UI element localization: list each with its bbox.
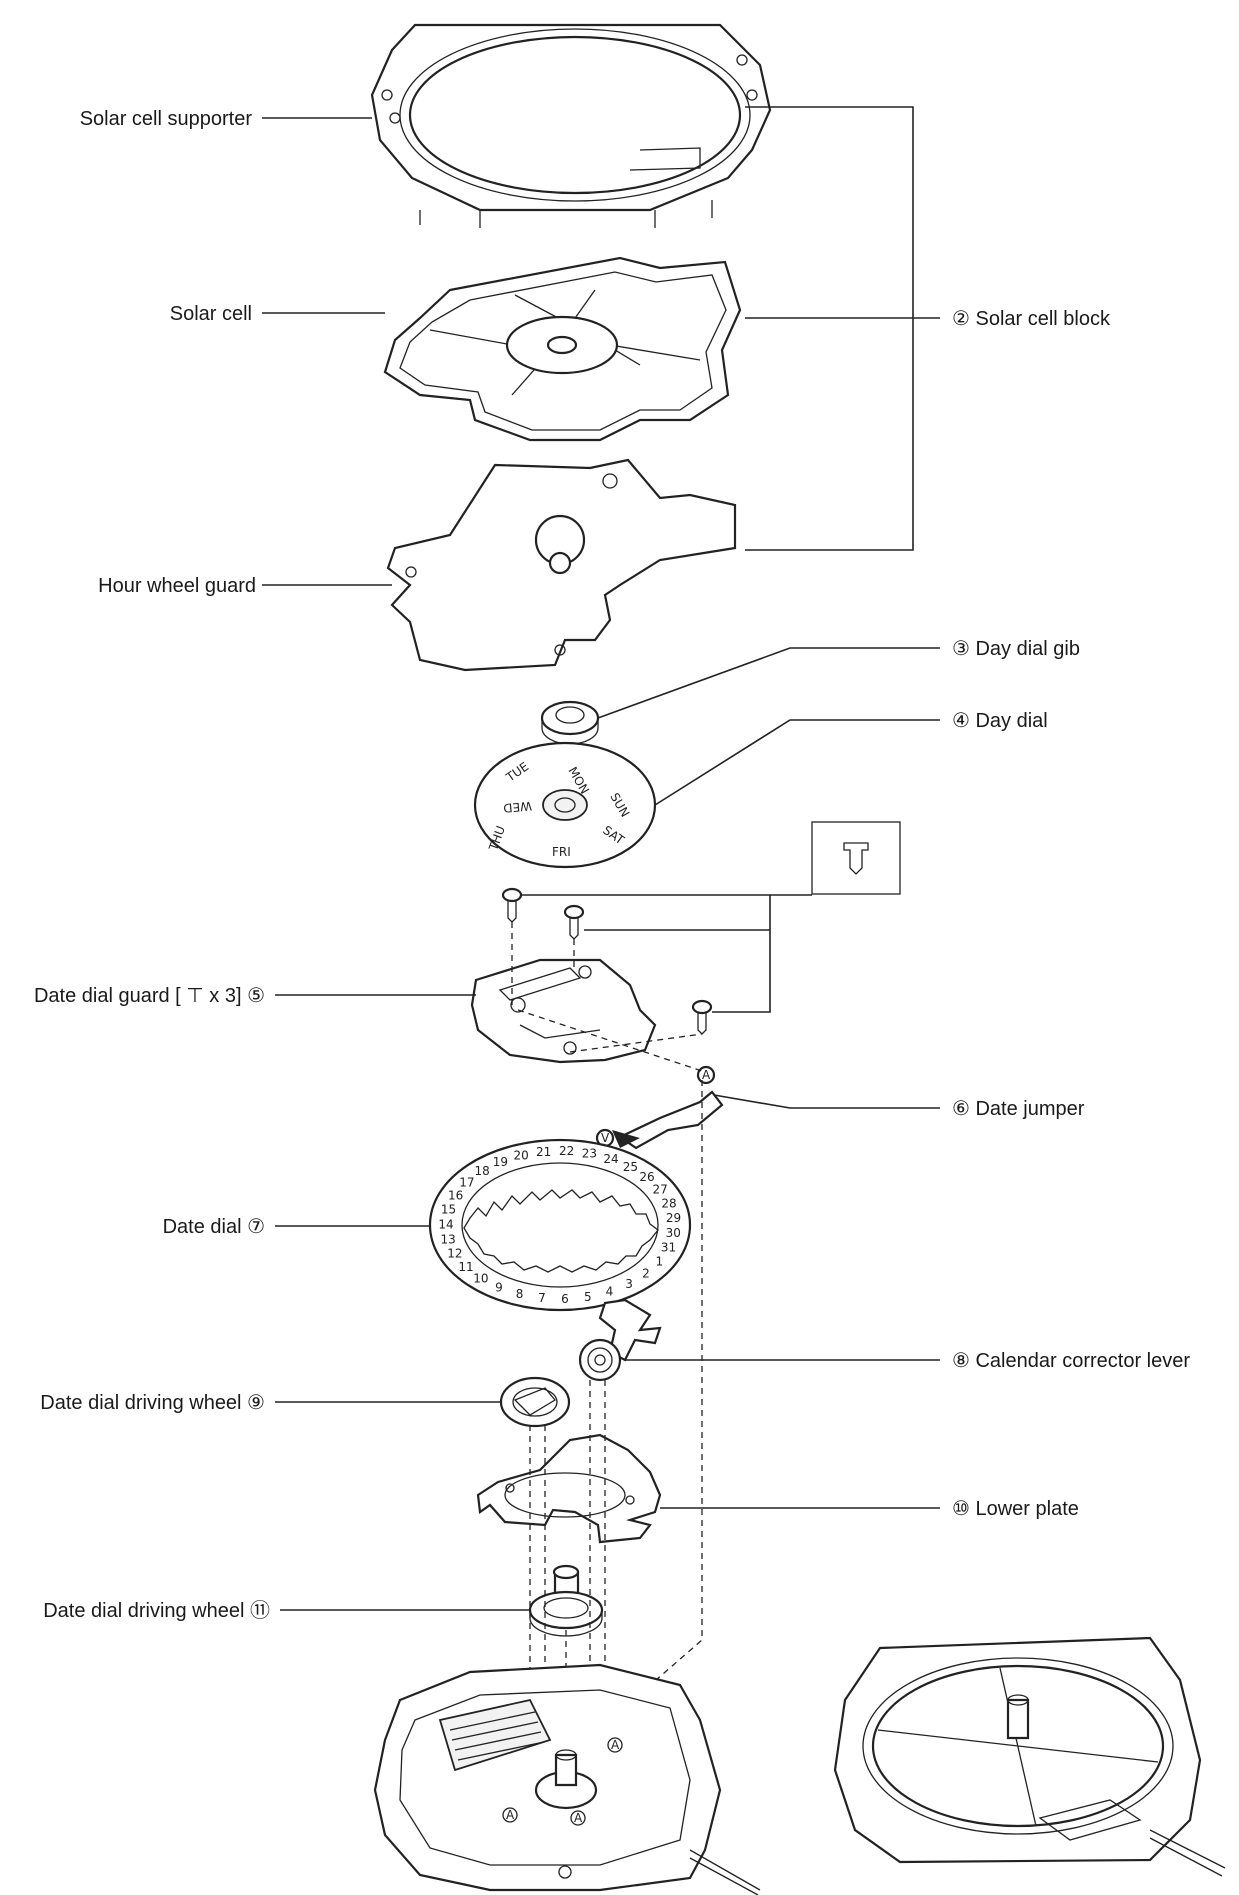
label-solar-cell: Solar cell <box>170 303 252 325</box>
label-day-dial-gib: ③ Day dial gib <box>952 638 1080 660</box>
date-dial-number: 10 <box>473 1271 488 1285</box>
solar-cell-supporter-part <box>370 23 772 228</box>
date-dial-number: 16 <box>448 1188 463 1202</box>
date-dial-number: 21 <box>536 1145 551 1159</box>
date-dial-number: 5 <box>584 1290 592 1304</box>
marker-a-movement-2: A <box>506 1808 515 1822</box>
date-dial-driving-wheel-9-part <box>499 1376 571 1428</box>
date-dial-number: 29 <box>666 1211 681 1225</box>
date-dial-number: 6 <box>561 1292 569 1306</box>
date-dial-number: 19 <box>493 1155 508 1169</box>
date-dial-number: 3 <box>625 1277 633 1291</box>
date-dial-number: 7 <box>538 1291 546 1305</box>
date-dial-number: 1 <box>655 1254 663 1268</box>
date-dial-number: 25 <box>623 1160 638 1174</box>
label-solar-cell-supporter: Solar cell supporter <box>80 108 253 130</box>
day-dial-fri: FRI <box>552 845 571 859</box>
date-dial-number: 2 <box>642 1267 650 1281</box>
marker-a-top: A <box>702 1068 711 1082</box>
label-date-jumper: ⑥ Date jumper <box>952 1098 1085 1120</box>
marker-a-movement-1: A <box>611 1738 620 1752</box>
date-dial-number: 13 <box>441 1232 456 1246</box>
day-dial-wed: WED <box>503 799 533 815</box>
label-date-dial: Date dial ⑦ <box>163 1216 265 1238</box>
label-lower-plate: ⑩ Lower plate <box>952 1498 1079 1520</box>
date-dial-number: 4 <box>606 1285 614 1299</box>
date-dial-number: 26 <box>639 1170 654 1184</box>
date-dial-guard-part <box>470 958 657 1064</box>
screw-icon <box>843 842 869 875</box>
date-dial-number: 20 <box>514 1148 529 1162</box>
label-date-dial-driving-wheel-9: Date dial driving wheel ⑨ <box>40 1392 265 1414</box>
date-dial-number: 11 <box>458 1260 473 1274</box>
screw-legend-box <box>811 821 901 895</box>
date-dial-number: 17 <box>459 1175 474 1189</box>
solar-cell-block-bracket <box>745 106 940 551</box>
hour-wheel-guard-part <box>386 458 737 672</box>
date-dial-number: 22 <box>559 1144 574 1158</box>
date-dial-number: 23 <box>582 1147 597 1161</box>
date-dial-number: 31 <box>661 1241 676 1255</box>
date-dial-number: 30 <box>666 1226 681 1240</box>
label-date-dial-guard: Date dial guard [ ⊤ x 3] ⑤ <box>34 985 265 1007</box>
day-dial-gib-part <box>540 700 600 745</box>
label-date-dial-driving-wheel-11: Date dial driving wheel ⑪ <box>43 1599 270 1622</box>
label-hour-wheel-guard: Hour wheel guard <box>98 575 256 597</box>
date-dial-number: 15 <box>441 1203 456 1217</box>
lower-plate-part <box>476 1433 662 1544</box>
solar-cell-part <box>383 256 742 442</box>
date-dial-driving-wheel-11-part <box>528 1564 604 1637</box>
date-dial-number: 24 <box>603 1152 618 1166</box>
marker-v: V <box>601 1131 610 1145</box>
date-dial-number: 8 <box>516 1287 524 1301</box>
date-dial-number: 18 <box>474 1164 489 1178</box>
date-dial-number: 27 <box>652 1183 667 1197</box>
label-day-dial: ④ Day dial <box>952 710 1048 732</box>
calendar-corrector-lever-part <box>578 1298 662 1382</box>
assembled-module-part <box>833 1636 1226 1877</box>
marker-a-movement-3: A <box>574 1811 583 1825</box>
label-calendar-corrector-lever: ⑧ Calendar corrector lever <box>952 1350 1190 1372</box>
date-dial-number: 14 <box>438 1218 453 1232</box>
screw-leader-lines <box>522 894 812 1013</box>
day-dial-part: MON TUE WED THU FRI SAT SUN <box>473 741 657 869</box>
movement-part <box>373 1663 761 1895</box>
date-dial-number: 9 <box>495 1281 503 1295</box>
date-dial-number: 12 <box>447 1247 462 1261</box>
date-dial-number: 28 <box>661 1196 676 1210</box>
leader-lines <box>262 117 940 1611</box>
label-solar-cell-block: ② Solar cell block <box>952 308 1111 330</box>
